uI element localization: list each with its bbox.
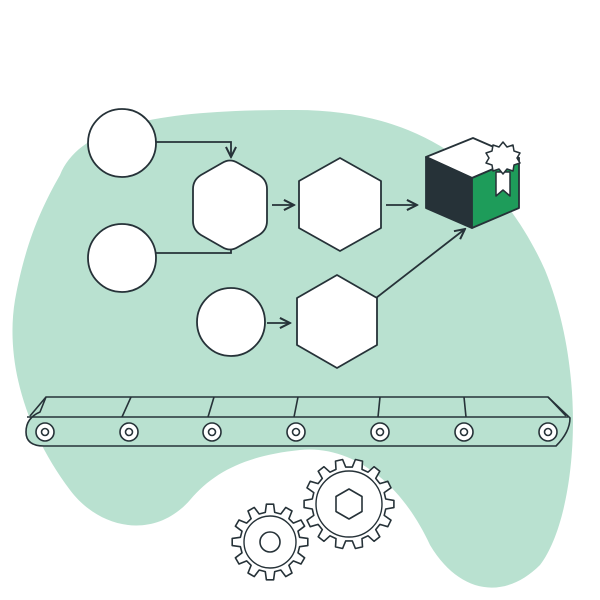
edge-circle1-to-hex1 [156,141,231,157]
input-circle-1 [87,108,157,178]
conveyor-belt-body [25,396,571,447]
connector-lines [156,141,465,323]
award-badge-icon [485,141,521,197]
input-circle-2 [87,223,157,293]
process-hexagon-2 [298,157,382,252]
gear-icon-small [231,503,309,581]
process-hexagon-1 [192,159,268,251]
conveyor-rollers [35,422,558,442]
input-circle-3 [196,287,266,357]
gear-icon-large [303,458,395,550]
conveyor-belt-icon [25,396,571,447]
edge-hex3-to-box [375,229,465,299]
background-blob [12,109,573,588]
process-hexagon-3 [296,274,378,369]
